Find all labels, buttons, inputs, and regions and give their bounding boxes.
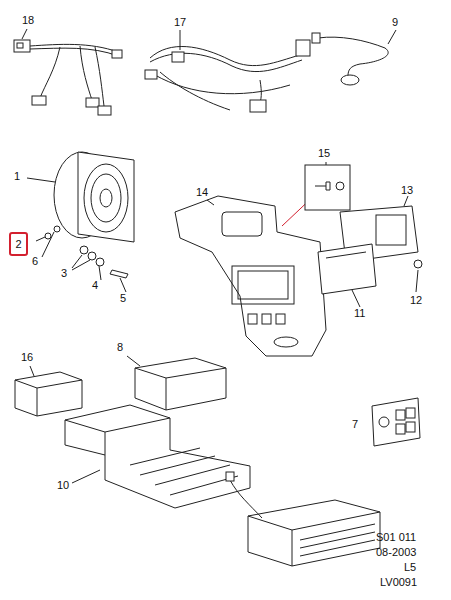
callout-number: 14 bbox=[196, 186, 208, 198]
harness-18 bbox=[14, 29, 122, 115]
callout-number: 12 bbox=[410, 294, 422, 306]
harness-17 bbox=[145, 30, 310, 112]
callout-number: 13 bbox=[401, 184, 413, 196]
callout-number: 7 bbox=[352, 418, 358, 430]
console-14 bbox=[175, 192, 326, 356]
drawing-reference: LV0091 bbox=[380, 576, 417, 588]
callout-number: 6 bbox=[32, 255, 38, 267]
drawing-reference: S01 011 bbox=[376, 531, 416, 543]
mechanism-13-11 bbox=[318, 196, 422, 307]
drawing-reference: 08-2003 bbox=[376, 546, 416, 558]
callout-number: 4 bbox=[92, 279, 98, 291]
callout-number: 3 bbox=[61, 267, 67, 279]
callout-number: 10 bbox=[57, 479, 69, 491]
antenna-9 bbox=[312, 30, 396, 85]
switch-7 bbox=[372, 398, 420, 446]
callout-number: 5 bbox=[120, 292, 126, 304]
screw-box-15 bbox=[305, 162, 350, 210]
box-16 bbox=[15, 366, 82, 416]
callout-number: 8 bbox=[117, 341, 123, 353]
callout-number: 11 bbox=[354, 307, 365, 319]
highlight-box: 2 bbox=[9, 232, 28, 256]
callout-number: 2 bbox=[15, 238, 21, 250]
callout-number: 9 bbox=[392, 16, 398, 28]
callout-number: 1 bbox=[14, 170, 20, 182]
callout-number: 18 bbox=[22, 14, 34, 26]
box-8 bbox=[127, 356, 226, 410]
callout-number: 17 bbox=[174, 16, 186, 28]
callout-number: 15 bbox=[318, 147, 330, 159]
drawing-reference: L5 bbox=[404, 561, 416, 573]
bracket-10 bbox=[65, 405, 250, 508]
callout-number: 16 bbox=[21, 351, 33, 363]
cd-changer bbox=[226, 472, 380, 566]
speaker-1 bbox=[27, 152, 134, 292]
